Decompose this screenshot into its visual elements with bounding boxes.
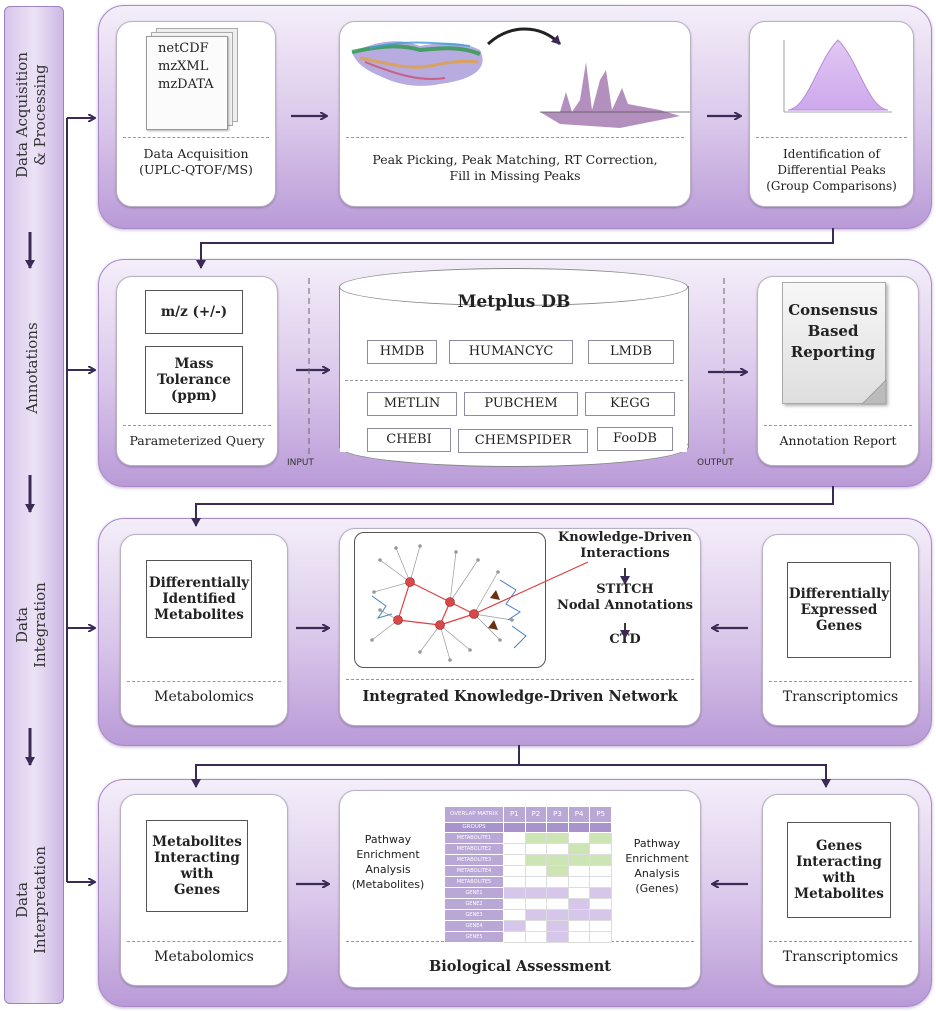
annotation-report-caption: Annotation Report	[779, 433, 897, 448]
mz-box: m/z (+/-)	[145, 290, 243, 334]
db-hmdb: HMDB	[367, 340, 437, 364]
db-metlin: METLIN	[367, 392, 457, 416]
network-graph	[370, 544, 589, 662]
db-chemspider: CHEMSPIDER	[458, 429, 588, 453]
metabolomics-caption-interpretation: Metabolomics	[154, 949, 254, 965]
metabolomics-caption-integration: Metabolomics	[154, 689, 254, 705]
biological-assessment-caption: Biological Assessment	[429, 958, 611, 975]
matrix-row-label: METABOLITE4	[444, 865, 504, 877]
matrix-row-label: GENE5	[444, 931, 504, 943]
row-arrows	[291, 116, 748, 884]
stage-connectors	[191, 228, 834, 788]
matrix-row-label: METABOLITE2	[444, 843, 504, 855]
db-chebi: CHEBI	[367, 428, 451, 452]
differential-peak-plot	[783, 39, 892, 113]
transcriptomics-caption-interpretation: Transcriptomics	[782, 949, 899, 965]
input-label: INPUT	[287, 458, 314, 468]
chromatogram-image	[351, 27, 690, 128]
integrated-network-caption: Integrated Knowledge-Driven Network	[362, 688, 678, 705]
data-acquisition-caption: Data Acquisition(UPLC-QTOF/MS)	[139, 146, 253, 177]
db-lmdb: LMDB	[588, 340, 674, 364]
file-stack-icon: netCDF mzXML mzDATA	[146, 28, 240, 130]
matrix-corner: OVERLAP MATRIX	[444, 806, 504, 823]
format-netcdf: netCDF	[158, 41, 209, 56]
trunk-connectors	[66, 118, 94, 882]
output-label: OUTPUT	[697, 458, 734, 468]
transcriptomics-caption-integration: Transcriptomics	[782, 689, 899, 705]
parameterized-query-caption: Parameterized Query	[129, 433, 265, 448]
matrix-col-header: P3	[546, 806, 569, 823]
db-foodb: FooDB	[597, 427, 673, 451]
format-mzdata: mzDATA	[158, 77, 214, 92]
db-humancyc: HUMANCYC	[449, 340, 573, 364]
report-page-curl	[861, 379, 887, 405]
metplus-db-title: Metplus DB	[457, 292, 571, 312]
format-mzxml: mzXML	[158, 59, 209, 74]
knowledge-flow: Knowledge-Driven Interactions STITCH Nod…	[556, 530, 693, 647]
peak-processing-caption: Peak Picking, Peak Matching, RT Correcti…	[372, 152, 658, 183]
db-kegg: KEGG	[585, 392, 675, 416]
matrix-row-label: METABOLITE3	[444, 854, 504, 866]
matrix-col-header: P4	[567, 806, 591, 823]
db-pubchem: PUBCHEM	[464, 392, 578, 416]
